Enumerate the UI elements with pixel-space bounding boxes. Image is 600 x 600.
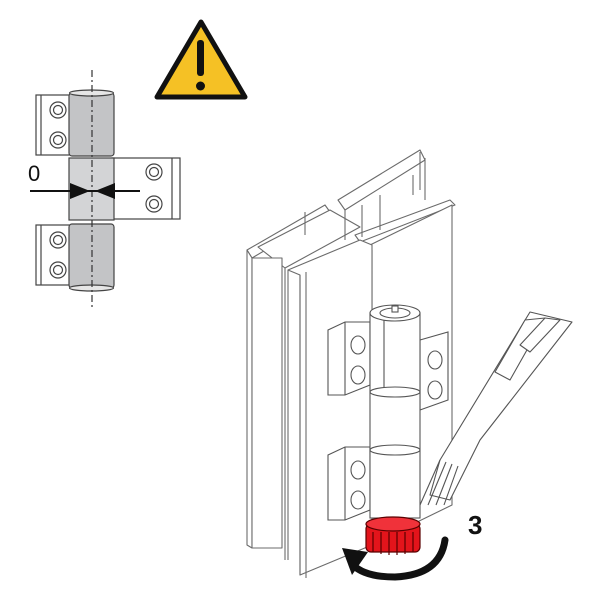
step-number-label: 3 [468,510,483,540]
gap-value-label: 0 [28,161,41,186]
adjustment-nut [365,516,421,555]
